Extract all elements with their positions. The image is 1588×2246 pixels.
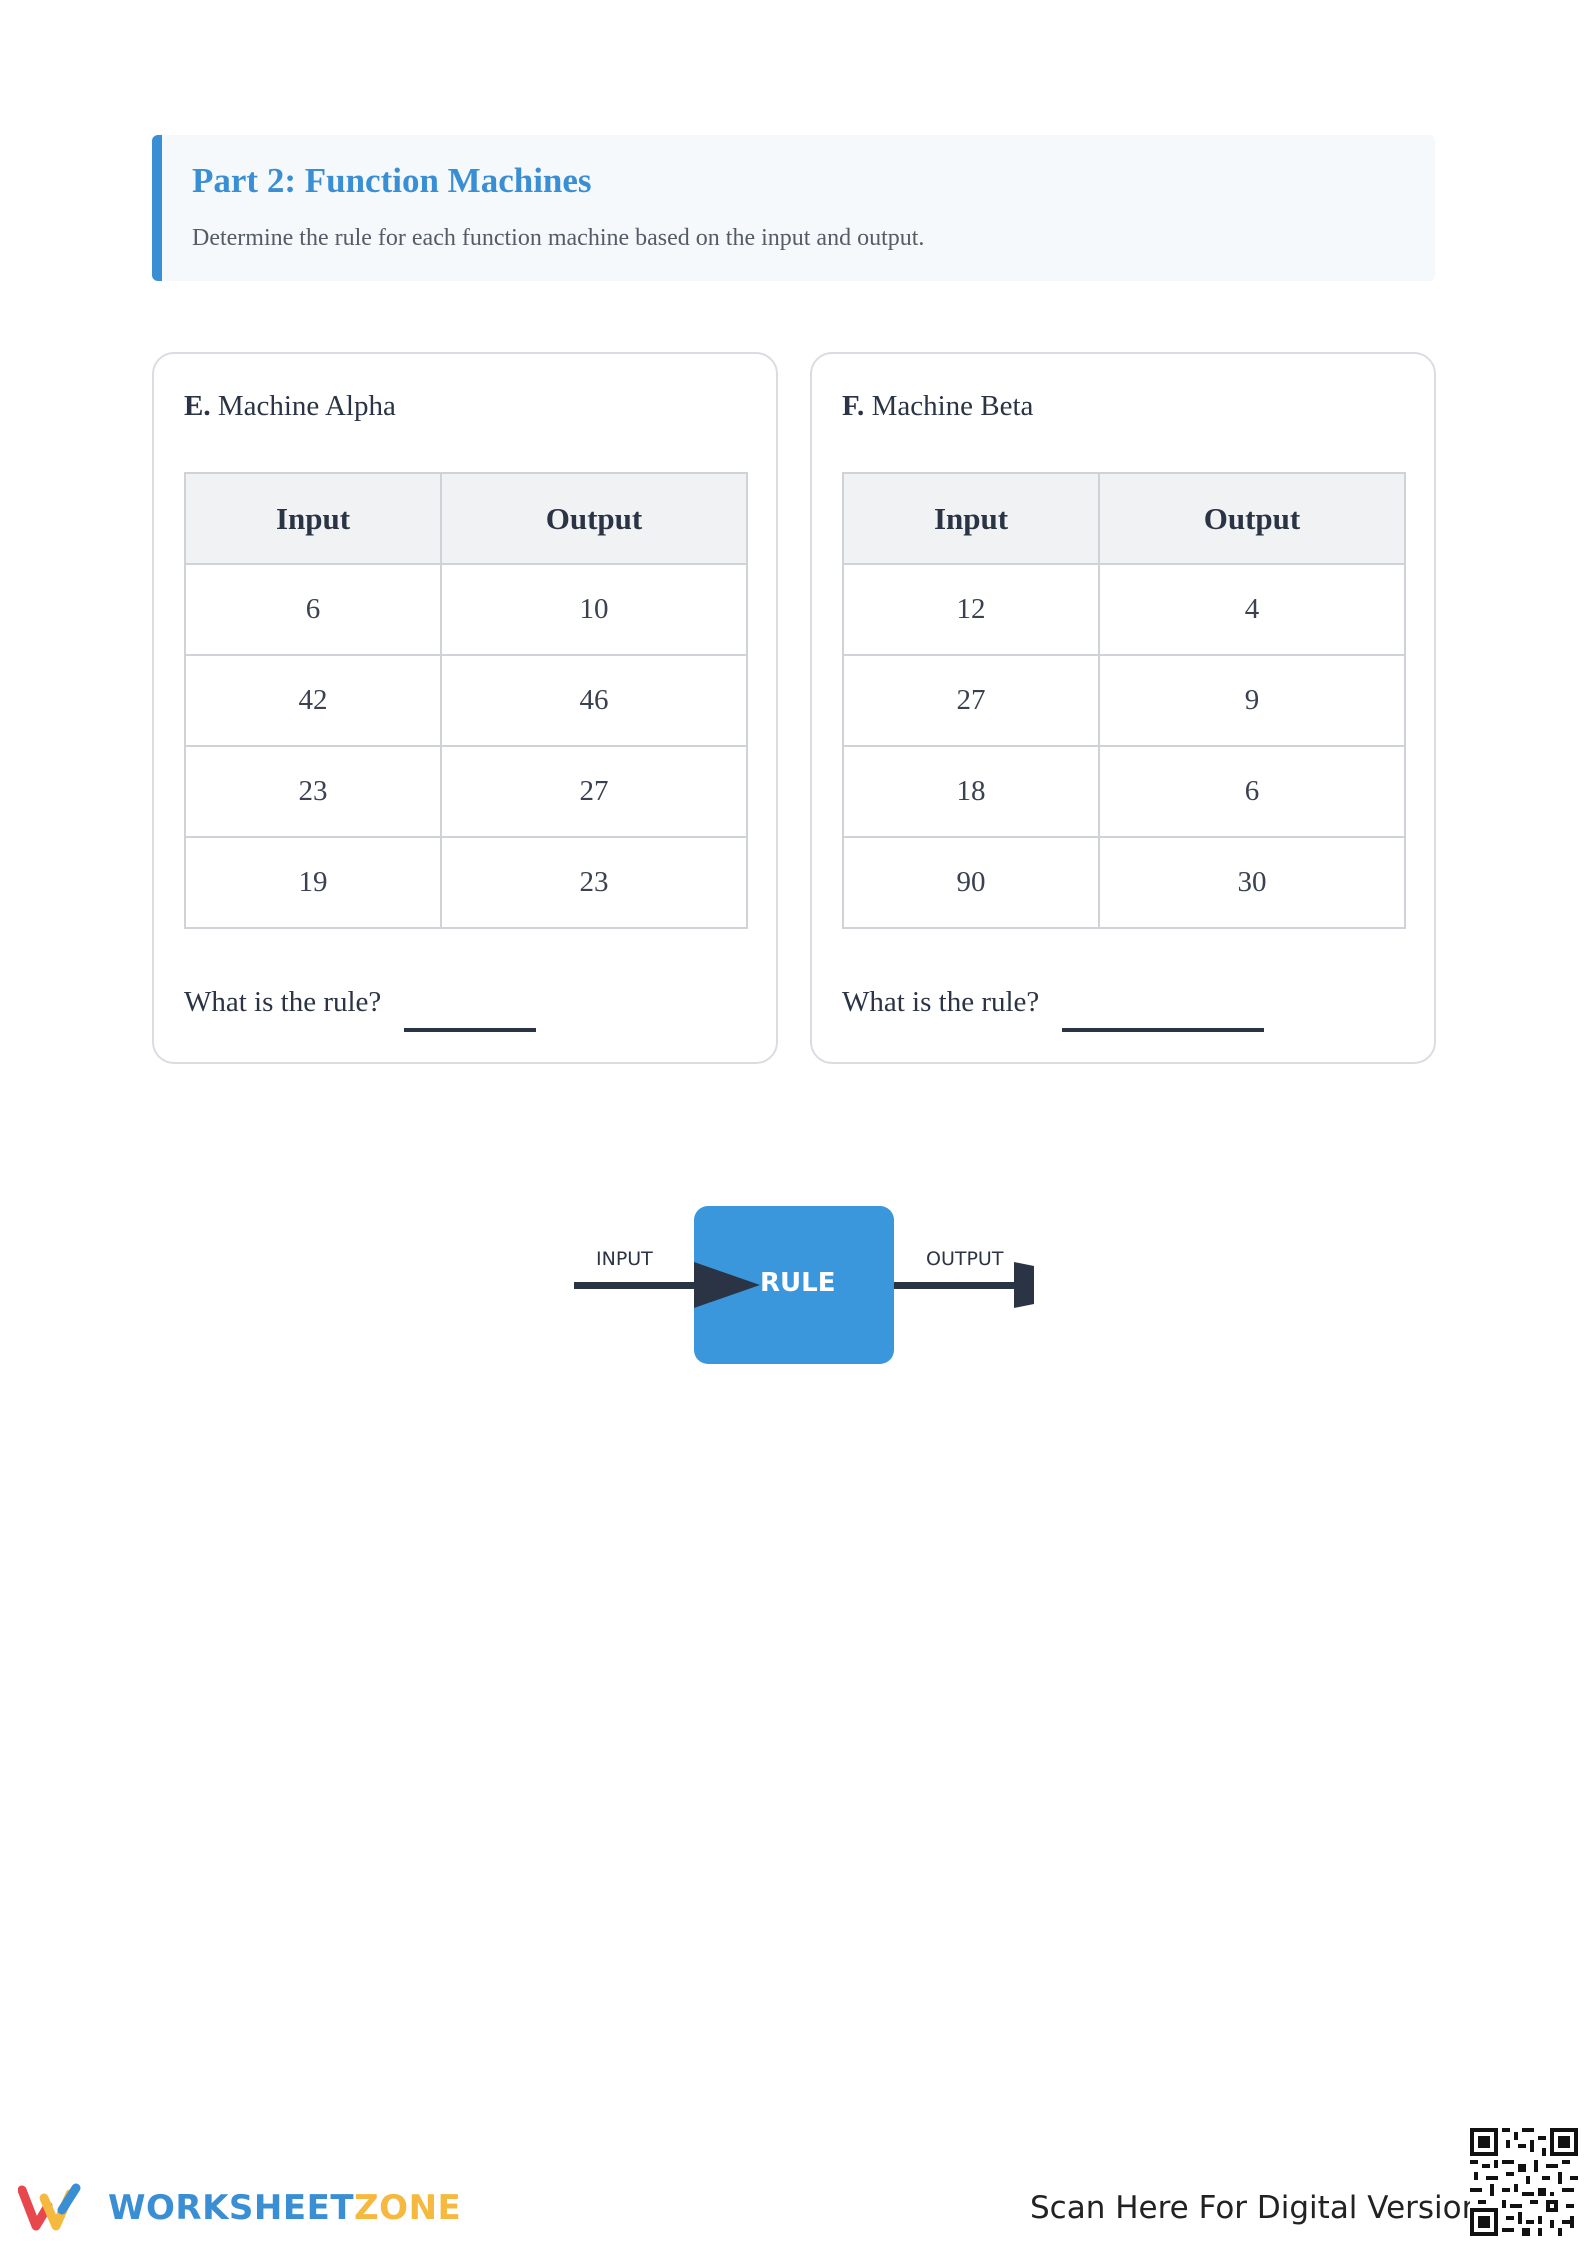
io-table: Input Output 12 4 27 9 18 6 90 30 — [842, 472, 1406, 929]
table-row: 42 46 — [184, 654, 748, 747]
logo-text: WORKSHEETZONE — [108, 2188, 461, 2228]
machine-card-beta: F. Machine Beta Input Output 12 4 27 9 1… — [810, 352, 1436, 1064]
section-description: Determine the rule for each function mac… — [192, 225, 925, 251]
rule-question: What is the rule? — [184, 986, 382, 1018]
table-row: 12 4 — [842, 563, 1406, 656]
input-cell: 19 — [184, 836, 442, 929]
header-output: Output — [1098, 472, 1406, 565]
machine-name: Machine Alpha — [217, 390, 396, 422]
output-arrow-shaft — [894, 1282, 1024, 1289]
output-cell: 9 — [1098, 654, 1406, 747]
logo-text-worksheet: WORKSHEET — [108, 2188, 355, 2228]
answer-blank[interactable] — [1062, 1028, 1264, 1032]
table-row: 90 30 — [842, 836, 1406, 929]
output-cell: 23 — [440, 836, 748, 929]
rule-question: What is the rule? — [842, 986, 1040, 1018]
machine-title: E. Machine Alpha — [184, 390, 396, 423]
worksheetzone-logo[interactable]: WORKSHEETZONE — [17, 2180, 461, 2236]
output-cell: 46 — [440, 654, 748, 747]
input-cell: 23 — [184, 745, 442, 838]
machine-card-alpha: E. Machine Alpha Input Output 6 10 42 46… — [152, 352, 778, 1064]
header-input: Input — [184, 472, 442, 565]
header-output: Output — [440, 472, 748, 565]
output-cell: 4 — [1098, 563, 1406, 656]
output-cell: 6 — [1098, 745, 1406, 838]
input-cell: 12 — [842, 563, 1100, 656]
input-cell: 27 — [842, 654, 1100, 747]
function-machine-diagram: INPUT OUTPUT RULE — [560, 1200, 1060, 1380]
answer-blank[interactable] — [404, 1028, 536, 1032]
machine-name: Machine Beta — [871, 390, 1034, 422]
table-row: 18 6 — [842, 745, 1406, 838]
machine-letter: E. — [184, 390, 211, 422]
input-label: INPUT — [596, 1248, 653, 1270]
machine-title: F. Machine Beta — [842, 390, 1033, 423]
section-title: Part 2: Function Machines — [192, 161, 592, 200]
logo-text-zone: ZONE — [354, 2188, 462, 2228]
input-cell: 42 — [184, 654, 442, 747]
input-cell: 18 — [842, 745, 1100, 838]
output-label: OUTPUT — [926, 1248, 1004, 1270]
input-cell: 90 — [842, 836, 1100, 929]
logo-w-icon — [17, 2183, 81, 2231]
header-input: Input — [842, 472, 1100, 565]
input-arrowhead — [694, 1262, 760, 1308]
input-arrow-shaft — [574, 1282, 714, 1289]
machine-letter: F. — [842, 390, 865, 422]
io-table: Input Output 6 10 42 46 23 27 19 23 — [184, 472, 748, 929]
scan-text: Scan Here For Digital Version — [1030, 2190, 1482, 2226]
table-header-row: Input Output — [184, 472, 748, 565]
table-row: 27 9 — [842, 654, 1406, 747]
table-row: 19 23 — [184, 836, 748, 929]
rule-box — [694, 1206, 894, 1364]
output-cell: 30 — [1098, 836, 1406, 929]
rule-label: RULE — [760, 1268, 836, 1298]
machine-svg — [574, 1206, 1034, 1364]
input-cell: 6 — [184, 563, 442, 656]
output-cell: 27 — [440, 745, 748, 838]
section-header: Part 2: Function Machines Determine the … — [152, 135, 1435, 281]
table-header-row: Input Output — [842, 472, 1406, 565]
table-row: 6 10 — [184, 563, 748, 656]
output-arrowhead — [1014, 1262, 1034, 1308]
output-cell: 10 — [440, 563, 748, 656]
qr-code-icon[interactable] — [1470, 2128, 1578, 2236]
table-row: 23 27 — [184, 745, 748, 838]
